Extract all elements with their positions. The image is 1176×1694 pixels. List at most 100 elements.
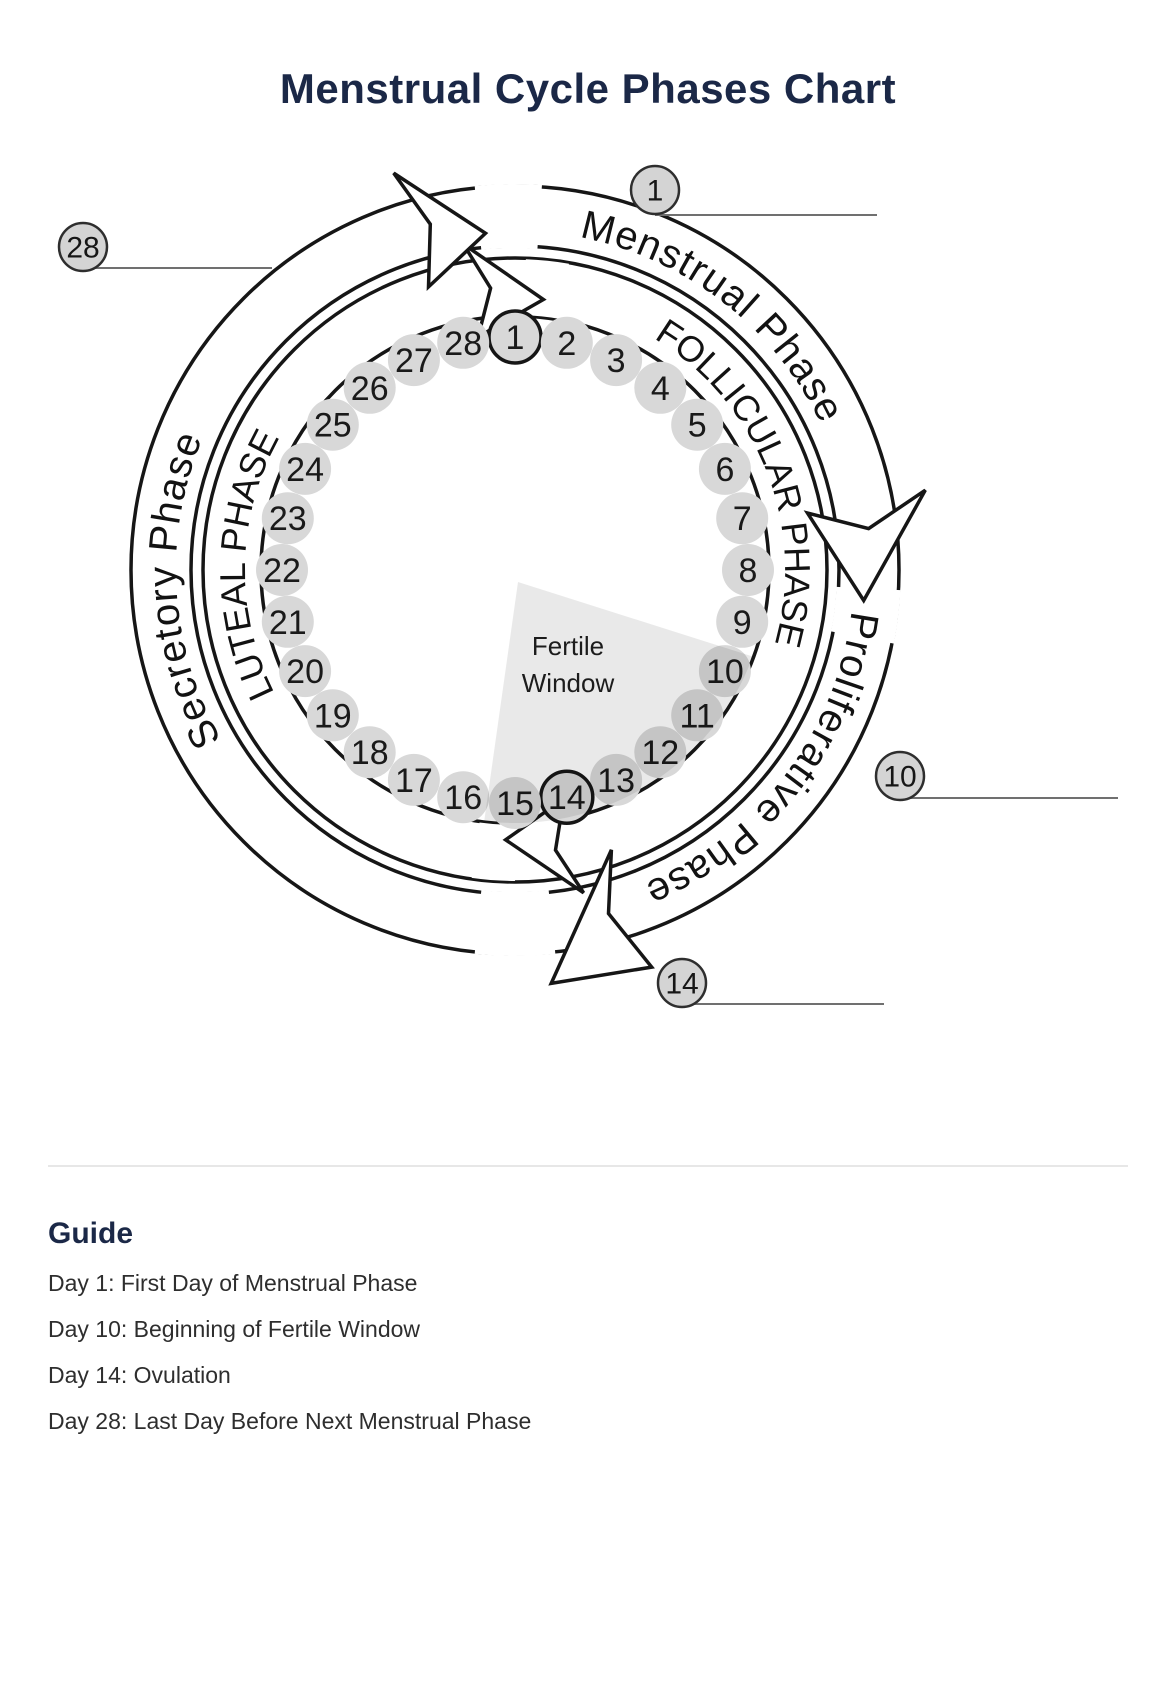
day-16-circle — [437, 771, 490, 824]
day-4-number: 4 — [651, 370, 670, 408]
day-11-number: 11 — [680, 697, 715, 735]
callout-day-14-circle — [656, 957, 708, 1009]
day-13-circle — [590, 753, 643, 806]
day-10: 10 — [698, 645, 751, 698]
fertile-window-wedge — [484, 582, 753, 823]
band-gap — [471, 822, 516, 881]
day-18-number: 18 — [351, 734, 389, 772]
day-11: 11 — [671, 689, 724, 742]
day-21-number: 21 — [269, 604, 307, 642]
callout-day-28: 28 — [57, 221, 272, 273]
day-7-circle — [716, 492, 769, 545]
day-1-number: 1 — [506, 319, 525, 357]
day-6-circle — [698, 442, 751, 495]
day-25: 25 — [306, 398, 359, 451]
day-10-number: 10 — [706, 653, 744, 691]
day-2: 2 — [540, 316, 593, 369]
callout-day-14-number: 14 — [665, 968, 698, 1001]
day-17: 17 — [387, 753, 440, 806]
day-27-number: 27 — [395, 342, 433, 380]
day-23-number: 23 — [269, 500, 307, 538]
day-4-circle — [634, 361, 687, 414]
day-17-circle — [387, 753, 440, 806]
day-26-number: 26 — [351, 370, 389, 408]
day-3: 3 — [590, 334, 643, 387]
day-27: 27 — [387, 334, 440, 387]
callout-day-1-circle — [629, 164, 681, 216]
callout-day-14: 14 — [656, 957, 884, 1009]
day-6-number: 6 — [715, 451, 734, 489]
band-gap — [474, 184, 542, 250]
day-18-circle — [343, 726, 396, 779]
day-22-number: 22 — [263, 552, 301, 590]
day-4: 4 — [634, 361, 687, 414]
day-2-number: 2 — [557, 325, 576, 363]
day-16-number: 16 — [444, 779, 482, 817]
day-6: 6 — [698, 442, 751, 495]
callout-day-10-circle — [874, 750, 926, 802]
day-28-number: 28 — [444, 325, 482, 363]
flow-arrow-right-outer — [803, 488, 927, 604]
day-14: 14 — [539, 769, 595, 825]
day-8-circle — [722, 544, 774, 596]
day-11-circle — [671, 689, 724, 742]
day-8-number: 8 — [739, 552, 758, 590]
day-9-number: 9 — [733, 604, 752, 642]
day-19-number: 19 — [314, 697, 352, 735]
fertile-window-label-line2: Window — [522, 668, 615, 698]
day-9-circle — [716, 595, 769, 648]
day-20-circle — [279, 645, 332, 698]
callout-day-1-number: 1 — [647, 175, 664, 208]
day-21-circle — [261, 595, 314, 648]
day-12: 12 — [634, 726, 687, 779]
day-3-circle — [590, 334, 643, 387]
day-7-number: 7 — [733, 500, 752, 538]
day-19-circle — [306, 689, 359, 742]
day-23-circle — [261, 492, 314, 545]
day-14-circle — [539, 769, 595, 825]
band-gap — [474, 890, 556, 956]
day-21: 21 — [261, 595, 314, 648]
day-8: 8 — [722, 544, 774, 596]
flow-arrow-bottom-outer — [548, 849, 655, 986]
day-15-number: 15 — [496, 785, 534, 823]
day-5-circle — [671, 398, 724, 451]
day-28: 28 — [437, 316, 490, 369]
fertile-window-label-line1: Fertile — [532, 631, 604, 661]
phase-bands — [129, 184, 901, 956]
callout-day-28-circle — [57, 221, 109, 273]
guide-item-day14: Day 14: Ovulation — [48, 1362, 231, 1388]
guide-heading: Guide — [48, 1217, 134, 1250]
day-1-circle — [487, 309, 543, 365]
day-13: 13 — [590, 753, 643, 806]
guide-item-day1: Day 1: First Day of Menstrual Phase — [48, 1270, 418, 1296]
day-3-number: 3 — [607, 342, 626, 380]
day-22: 22 — [256, 544, 308, 596]
day-ring: 1234567891011121314151617181920212223242… — [256, 309, 774, 829]
day-26-circle — [343, 361, 396, 414]
day-10-circle — [698, 645, 751, 698]
day-2-circle — [540, 316, 593, 369]
day-24: 24 — [279, 442, 332, 495]
day-24-number: 24 — [286, 451, 324, 489]
day-1: 1 — [487, 309, 543, 365]
day-12-circle — [634, 726, 687, 779]
day-18: 18 — [343, 726, 396, 779]
callout-day-10-number: 10 — [883, 761, 916, 794]
day-5: 5 — [671, 398, 724, 451]
day-20-number: 20 — [286, 653, 324, 691]
callout-day-1: 1 — [629, 164, 877, 216]
day-27-circle — [387, 334, 440, 387]
section-divider — [48, 1165, 1128, 1167]
guide-item-day28: Day 28: Last Day Before Next Menstrual P… — [48, 1408, 532, 1434]
day-9: 9 — [716, 595, 769, 648]
day-16: 16 — [437, 771, 490, 824]
day-22-circle — [256, 544, 308, 596]
day-25-circle — [306, 398, 359, 451]
callout-day-10: 10 — [874, 750, 1118, 802]
day-24-circle — [279, 442, 332, 495]
day-14-number: 14 — [548, 779, 586, 817]
day-7: 7 — [716, 492, 769, 545]
